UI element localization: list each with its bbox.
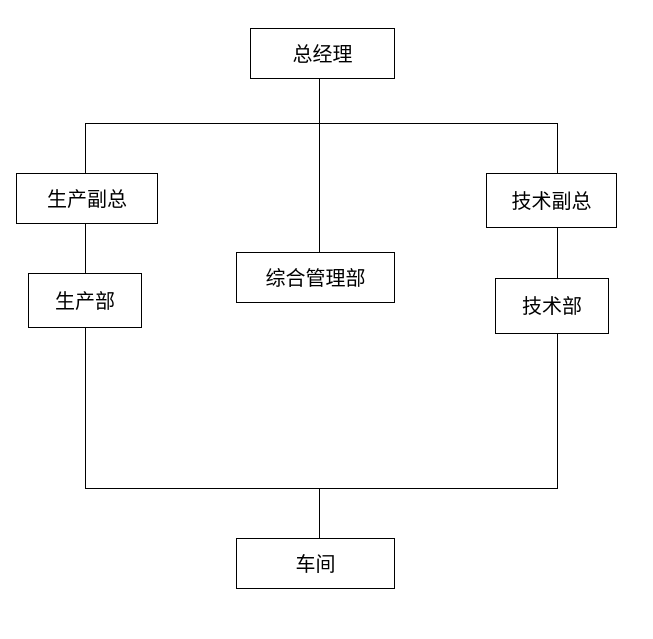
workshop-node: 车间 bbox=[236, 538, 395, 589]
production-vp-node: 生产副总 bbox=[16, 173, 158, 224]
technical-department-label: 技术部 bbox=[522, 294, 582, 318]
general-management-department-label: 综合管理部 bbox=[265, 265, 366, 290]
connector-bottom-horizontal bbox=[85, 488, 558, 489]
connector-center-to-admin bbox=[319, 123, 320, 253]
connector-top-center bbox=[319, 78, 320, 124]
production-department-label: 生产部 bbox=[55, 288, 115, 313]
general-manager-label: 总经理 bbox=[292, 41, 353, 66]
general-manager-node: 总经理 bbox=[250, 28, 395, 79]
connector-left-vp-to-dept bbox=[85, 222, 86, 274]
connector-left-dept-to-bottom bbox=[85, 327, 86, 489]
general-management-department-node: 综合管理部 bbox=[236, 252, 395, 303]
connector-left-to-vp bbox=[85, 123, 86, 174]
production-vp-label: 生产副总 bbox=[47, 186, 127, 211]
workshop-label: 车间 bbox=[295, 551, 336, 576]
connector-right-vp-to-dept bbox=[557, 227, 558, 279]
connector-right-dept-to-bottom bbox=[557, 333, 558, 489]
technical-department-node: 技术部 bbox=[495, 278, 609, 334]
technical-vp-label: 技术副总 bbox=[511, 188, 592, 213]
production-department-node: 生产部 bbox=[28, 273, 142, 328]
connector-bottom-to-workshop bbox=[319, 488, 320, 539]
technical-vp-node: 技术副总 bbox=[486, 173, 617, 228]
connector-right-to-vp bbox=[557, 123, 558, 174]
connector-top-horizontal bbox=[85, 123, 558, 124]
